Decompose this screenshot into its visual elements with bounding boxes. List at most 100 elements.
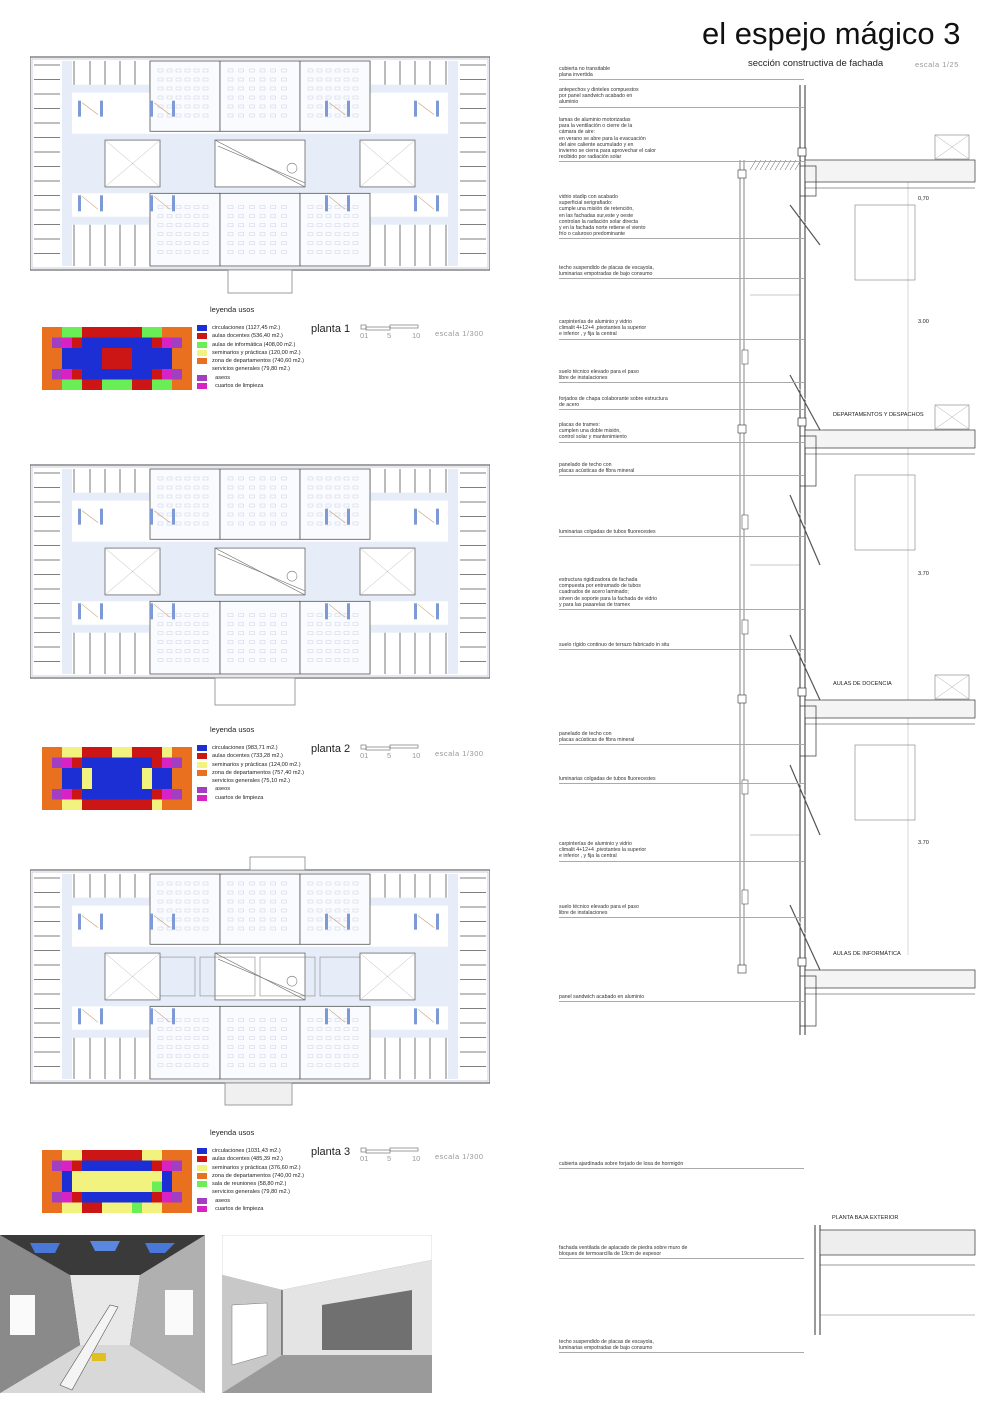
diagram-cell xyxy=(122,1150,133,1161)
diagram-cell xyxy=(62,789,73,800)
diagram-cell xyxy=(102,789,113,800)
diagram-cell xyxy=(152,1181,163,1193)
diagram-cell xyxy=(112,379,123,390)
section-annotation: carpinterías de aluminio y vidrio climal… xyxy=(559,319,804,340)
legend-swatch xyxy=(197,325,207,332)
diagram-cell xyxy=(62,327,73,338)
legend-swatch xyxy=(197,778,207,784)
diagram-cell xyxy=(42,358,53,370)
diagram-cell xyxy=(62,1181,73,1193)
diagram-cell xyxy=(62,369,73,380)
diagram-cell xyxy=(162,1150,173,1161)
diagram-cell xyxy=(72,768,83,779)
diagram-cell xyxy=(72,799,83,810)
legend-swatch xyxy=(197,341,207,348)
diagram-cell xyxy=(52,1202,63,1213)
legend-heading: leyenda usos xyxy=(210,305,255,314)
section-annotation: estructura rigidizadora de fachada compu… xyxy=(559,577,804,611)
legend-swatch xyxy=(197,333,207,340)
legend-label: aseos xyxy=(212,374,231,381)
legend-swatch xyxy=(197,1173,207,1180)
scale-tick: 10 xyxy=(412,751,421,760)
diagram-cell xyxy=(82,1160,93,1172)
scale-tick: 10 xyxy=(412,331,421,340)
diagram-cell xyxy=(122,369,133,380)
diagram-cell xyxy=(122,757,133,769)
diagram-cell xyxy=(112,1181,123,1193)
floor-plan-1 xyxy=(30,56,490,294)
floor-label-planta-baja: PLANTA BAJA EXTERIOR xyxy=(832,1215,899,1221)
diagram-cell xyxy=(182,348,192,359)
diagram-cell xyxy=(182,747,192,758)
diagram-cell xyxy=(162,799,173,810)
diagram-cell xyxy=(182,1192,192,1203)
diagram-cell xyxy=(82,337,93,349)
dimension-300: 3.00 xyxy=(918,319,929,325)
legend-label: zona de departamentos (757,40 m2.) xyxy=(212,769,305,776)
diagram-cell xyxy=(82,1150,93,1161)
diagram-cell xyxy=(42,327,53,338)
diagram-cell xyxy=(52,1150,63,1161)
diagram-cell xyxy=(122,358,133,370)
legend-item: aseos xyxy=(197,785,304,793)
section-annotation: panel sandwich acabado en aluminio xyxy=(559,994,804,1003)
diagram-cell xyxy=(62,1171,73,1182)
diagram-cell xyxy=(92,1160,103,1172)
diagram-cell xyxy=(112,348,123,359)
diagram-cell xyxy=(172,1202,183,1213)
dimension-370-a: 3.70 xyxy=(918,571,929,577)
diagram-cell xyxy=(82,1192,93,1203)
diagram-cell xyxy=(172,1181,183,1193)
floor-label-informatica: AULAS DE INFORMÁTICA xyxy=(833,951,901,957)
diagram-cell xyxy=(162,348,173,359)
diagram-cell xyxy=(62,1192,73,1203)
plan-title: planta 1 xyxy=(311,323,351,335)
diagram-cell xyxy=(82,799,93,810)
section-annotation: suelo rígido continuo de terrazo fabrica… xyxy=(559,642,804,651)
diagram-cell xyxy=(152,1160,163,1172)
legend-label: cuartos de limpieza xyxy=(212,383,264,390)
diagram-cell xyxy=(52,369,63,380)
diagram-cell xyxy=(172,369,183,380)
plan-title: planta 2 xyxy=(311,743,351,755)
diagram-cell xyxy=(72,1171,83,1182)
diagram-cell xyxy=(42,1160,53,1172)
diagram-cell xyxy=(122,348,133,359)
legend-item: seminarios y prácticas (120,00 m2.) xyxy=(197,349,304,357)
diagram-cell xyxy=(122,1202,133,1213)
diagram-cell xyxy=(122,778,133,790)
legend-heading: leyenda usos xyxy=(210,1128,255,1137)
use-color-diagram xyxy=(42,327,192,390)
section-annotation: fachada ventilada de aplacado de piedra … xyxy=(559,1245,804,1260)
diagram-cell xyxy=(162,369,173,380)
diagram-cell xyxy=(112,358,123,370)
diagram-cell xyxy=(62,348,73,359)
diagram-cell xyxy=(172,789,183,800)
legend-swatch xyxy=(197,1148,207,1155)
diagram-cell xyxy=(142,1150,153,1161)
section-annotation: panelado de techo con placas acústicas d… xyxy=(559,462,804,477)
entrance-volume xyxy=(214,677,296,706)
diagram-cell xyxy=(92,1202,103,1213)
diagram-cell xyxy=(102,757,113,769)
plan-drawing xyxy=(30,869,490,1084)
diagram-cell xyxy=(132,1202,143,1213)
entrance-volume xyxy=(224,1082,293,1106)
diagram-cell xyxy=(52,1160,63,1172)
legend-item: aseos xyxy=(197,1197,304,1205)
diagram-cell xyxy=(182,369,192,380)
scale-tick: 5 xyxy=(387,751,392,760)
diagram-cell xyxy=(142,757,153,769)
diagram-cell xyxy=(82,369,93,380)
section-annotation: luminarias colgadas de tubos fluoreceste… xyxy=(559,529,804,538)
diagram-cell xyxy=(172,337,183,349)
diagram-cell xyxy=(82,789,93,800)
diagram-cell xyxy=(102,379,113,390)
diagram-cell xyxy=(52,379,63,390)
legend-item: aseos xyxy=(197,374,304,382)
section-annotation: cubierta ajardinada sobre forjado de los… xyxy=(559,1161,804,1170)
diagram-cell xyxy=(172,379,183,390)
legend-item: servicios generales (75,10 m2.) xyxy=(197,777,304,785)
legend-label: aulas docentes (733,28 m2.) xyxy=(212,753,283,760)
diagram-cell xyxy=(122,1160,133,1172)
